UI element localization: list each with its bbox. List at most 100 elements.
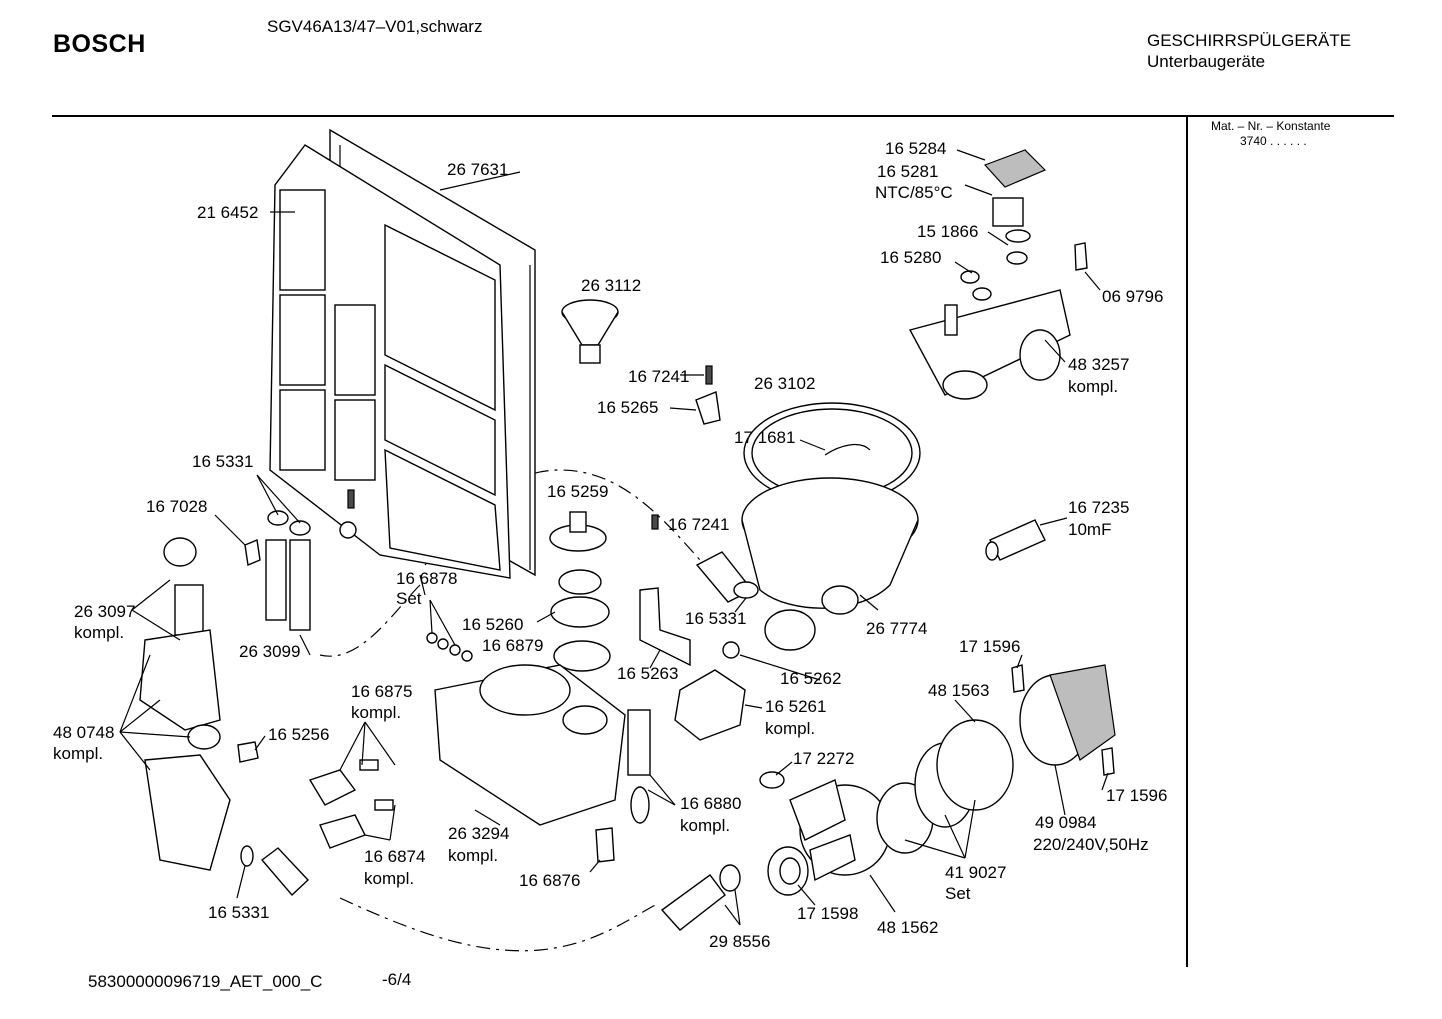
part-label: 16 6876 — [519, 871, 580, 890]
o-rings-165331-left — [267, 510, 311, 536]
category-heading: GESCHIRRSPÜLGERÄTE Unterbaugeräte — [1147, 30, 1351, 72]
part-label: 16 5284 — [885, 139, 946, 158]
connection-line-bottom — [339, 897, 656, 952]
part-labels: 26 7631 21 6452 26 3112 16 7241 16 5265 … — [53, 139, 1167, 951]
header-rule — [52, 115, 1394, 117]
seal-171598 — [767, 846, 809, 896]
clip-165265 — [695, 391, 721, 425]
seal-166879 — [553, 640, 611, 672]
ring-165260 — [550, 569, 610, 628]
leader-lines — [119, 149, 1109, 926]
part-label: 16 5331 — [208, 903, 269, 922]
o-ring-151866 — [1006, 251, 1028, 265]
part-label: 15 1866 — [917, 222, 978, 241]
valve-165261 — [674, 669, 746, 741]
float-166880 — [627, 709, 651, 824]
sump-ring-263102 — [743, 402, 921, 504]
part-label: 16 6879 — [482, 636, 543, 655]
pump-cover-481563 — [936, 719, 1014, 811]
part-label: 16 5263 — [617, 664, 678, 683]
document-number: 58300000096719_AET_000_C — [88, 972, 323, 991]
matnr-label: Mat. – Nr. – Konstante — [1211, 119, 1331, 133]
screw-167241-top — [705, 365, 713, 385]
part-label: 16 5259 — [547, 482, 608, 501]
insulation-mat-216452 — [269, 144, 511, 579]
clip-165262 — [722, 641, 740, 659]
category-line-1: GESCHIRRSPÜLGERÄTE — [1147, 31, 1352, 50]
part-label: 17 1596 — [959, 637, 1020, 656]
clamp-172272 — [759, 771, 785, 789]
part-label: 48 1563 — [928, 681, 989, 700]
bracket-165263 — [639, 587, 691, 667]
model-title: SGV46A13/47–V01,schwarz — [267, 17, 483, 36]
hose-165331-sump — [695, 551, 759, 603]
part-label: 21 6452 — [197, 203, 258, 222]
connection-line-left — [319, 584, 421, 657]
hose-165331-bottom — [240, 845, 309, 897]
part-label: 17 1681 — [734, 428, 795, 447]
clip-166876 — [595, 827, 615, 863]
pump-housing-481562 — [789, 779, 891, 882]
part-label: 26 7631 — [447, 160, 508, 179]
matnr-box: Mat. – Nr. – Konstante 3740 . . . . . . — [1211, 119, 1330, 149]
clip-069796 — [1074, 242, 1088, 271]
matnr-value: 3740 . . . . . . — [1240, 134, 1307, 148]
water-inlet-480748 — [139, 629, 231, 871]
clip-167028 — [244, 539, 261, 566]
part-label: 29 8556 — [709, 932, 770, 951]
capacitor-167235 — [985, 519, 1046, 561]
part-label: 17 2272 — [793, 749, 854, 768]
funnel-263112 — [561, 299, 619, 364]
clip-165256 — [237, 741, 259, 763]
part-label: 16 5265 — [597, 398, 658, 417]
category-line-2: Unterbaugeräte — [1147, 52, 1266, 71]
part-label: 16 7241 — [628, 367, 689, 386]
part-label: 17 1596 — [1106, 786, 1167, 805]
valve-166874 — [319, 799, 394, 849]
hose-298556 — [660, 864, 741, 931]
seals-166878 — [426, 632, 473, 662]
part-label: 16 5262 — [780, 669, 841, 688]
page-code: -6/4 — [382, 970, 412, 989]
part-label: 06 9796 — [1102, 287, 1163, 306]
part-label: 16 5331 — [685, 609, 746, 628]
brand-logo: BOSCH — [53, 30, 146, 58]
part-label: 26 3099 — [239, 642, 300, 661]
part-label: 26 3102 — [754, 374, 815, 393]
part-label: 16 5260 — [462, 615, 523, 634]
motor-490984 — [1019, 664, 1116, 766]
heater-block-483257 — [908, 289, 1071, 400]
nut-165259 — [549, 511, 607, 552]
hoses-263099 — [265, 539, 311, 631]
part-label: 16 7241 — [668, 515, 729, 534]
part-label: 26 7774 — [866, 619, 927, 638]
part-label: 17 1598 — [797, 904, 858, 923]
cover-165284 — [983, 149, 1047, 188]
part-label: 26 3112 — [581, 276, 641, 295]
softener-263294 — [434, 664, 626, 826]
sidebar-divider — [1186, 117, 1188, 967]
clip-171596-top — [1011, 664, 1025, 693]
ntc-sensor-165281 — [992, 197, 1031, 243]
part-label: 16 5256 — [268, 725, 329, 744]
screw-167241-lower — [651, 514, 659, 530]
sump-267774 — [741, 477, 919, 651]
clip-171596-bottom — [1101, 747, 1115, 776]
part-label: 48 1562 — [877, 918, 938, 937]
o-rings-165280 — [960, 270, 992, 301]
air-break-263097 — [163, 537, 204, 636]
part-label: 16 5331 — [192, 452, 253, 471]
